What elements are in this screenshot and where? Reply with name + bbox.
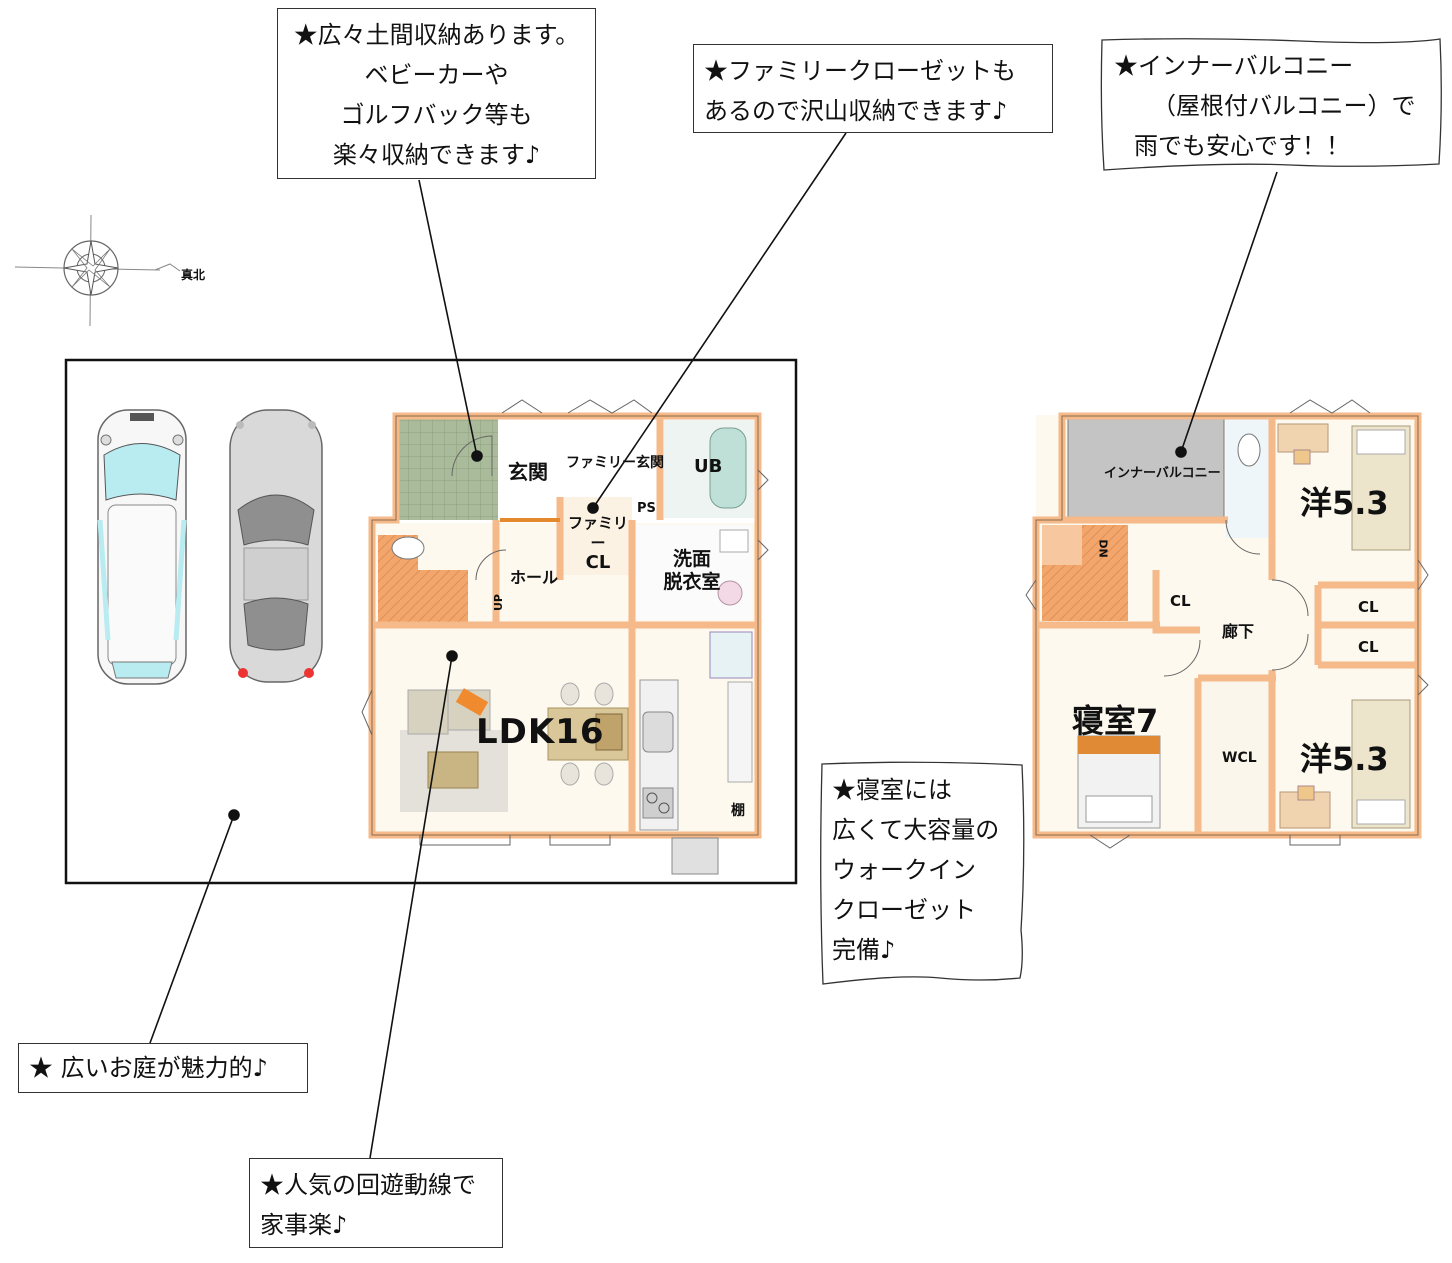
floor-plan-2f xyxy=(1025,399,1429,849)
balcony-callout-border xyxy=(1100,38,1442,171)
callout-storage-line: ベビーカーや xyxy=(364,61,509,89)
callout-balcony-line: ★インナーバルコニー xyxy=(1114,52,1354,80)
room-label-family-genkan: ファミリー玄関 xyxy=(566,455,664,471)
room-label-cl-a: CL xyxy=(1170,592,1191,610)
callout-circulation-line: ★人気の回遊動線で xyxy=(260,1171,476,1199)
compass-label: 真北 xyxy=(181,268,206,282)
room-label-cl-c: CL xyxy=(1358,638,1379,656)
callout-family-closet-line: ★ファミリークローゼットも xyxy=(704,57,1016,85)
compass-icon xyxy=(14,214,181,327)
room-label-ldk: LDK16 xyxy=(476,712,605,752)
room-label-shelf: 棚 xyxy=(731,803,745,819)
family-cl-line2: CL xyxy=(585,552,611,573)
room-label-inner-balcony: インナーバルコニー xyxy=(1104,466,1221,481)
room-label-corridor: 廊下 xyxy=(1222,622,1255,641)
doma-storage xyxy=(398,415,498,520)
room-label-cl-b: CL xyxy=(1358,598,1379,616)
room-label-hall: ホール xyxy=(510,568,559,587)
room-label-family-cl: ファミリー CL xyxy=(568,513,628,573)
washroom-line2: 脱衣室 xyxy=(663,571,721,593)
room-label-western-room-2: 洋5.3 xyxy=(1300,740,1389,778)
callout-garden: ★ 広いお庭が魅力的♪ xyxy=(18,1043,308,1093)
callout-family-closet-line: あるので沢山収納できます♪ xyxy=(704,97,1008,125)
callout-storage-line: 楽々収納できます♪ xyxy=(332,141,541,169)
leader-lines xyxy=(149,132,1278,1159)
callout-bedroom-line: 完備♪ xyxy=(832,936,896,964)
washroom-line1: 洗面 xyxy=(672,548,711,570)
floor-plan-1f xyxy=(361,399,769,875)
stairs-up-label: UP xyxy=(492,594,505,611)
car-minivan-icon xyxy=(97,409,187,685)
callout-bedroom-line: ウォークイン xyxy=(832,856,976,884)
room-label-washroom: 洗面 脱衣室 xyxy=(654,548,730,594)
room-label-ps: PS xyxy=(637,501,656,516)
stairs-down-label: DN xyxy=(1096,539,1110,558)
callout-storage-line: ★広々土間収納あります。 xyxy=(293,21,580,49)
room-label-wcl: WCL xyxy=(1222,750,1257,766)
callout-balcony-line: （屋根付バルコニー）で xyxy=(1152,92,1416,120)
stairs-1f xyxy=(378,570,468,622)
room-label-genkan: 玄関 xyxy=(508,460,548,484)
callout-bedroom-line: 広くて大容量の xyxy=(832,816,1000,844)
family-cl-line1: ファミリー xyxy=(568,514,629,552)
inner-balcony xyxy=(1067,417,1225,523)
callout-storage: ★広々土間収納あります。 ベビーカーや ゴルフバック等も 楽々収納できます♪ xyxy=(277,8,596,179)
callout-garden-line: ★ 広いお庭が魅力的♪ xyxy=(29,1054,268,1082)
car-sedan-icon xyxy=(229,409,323,683)
callout-storage-line: ゴルフバック等も xyxy=(340,101,533,129)
room-label-bedroom: 寝室7 xyxy=(1072,702,1159,740)
callout-circulation-line: 家事楽♪ xyxy=(260,1211,348,1239)
callout-bedroom-line: クローゼット xyxy=(832,896,976,924)
callout-balcony-line: 雨でも安心です！！ xyxy=(1134,132,1350,160)
callout-bedroom: ★寝室には 広くて大容量の ウォークイン クローゼット 完備♪ xyxy=(822,764,1022,980)
room-label-ub: UB xyxy=(694,456,723,477)
callout-circulation: ★人気の回遊動線で 家事楽♪ xyxy=(249,1158,503,1248)
callout-balcony: ★インナーバルコニー （屋根付バルコニー）で 雨でも安心です！！ xyxy=(1104,40,1440,166)
bedroom-callout-border xyxy=(820,761,1025,985)
callout-bedroom-line: ★寝室には xyxy=(832,776,952,804)
callout-family-closet: ★ファミリークローゼットも あるので沢山収納できます♪ xyxy=(693,44,1053,133)
room-label-western-room-1: 洋5.3 xyxy=(1300,484,1389,522)
